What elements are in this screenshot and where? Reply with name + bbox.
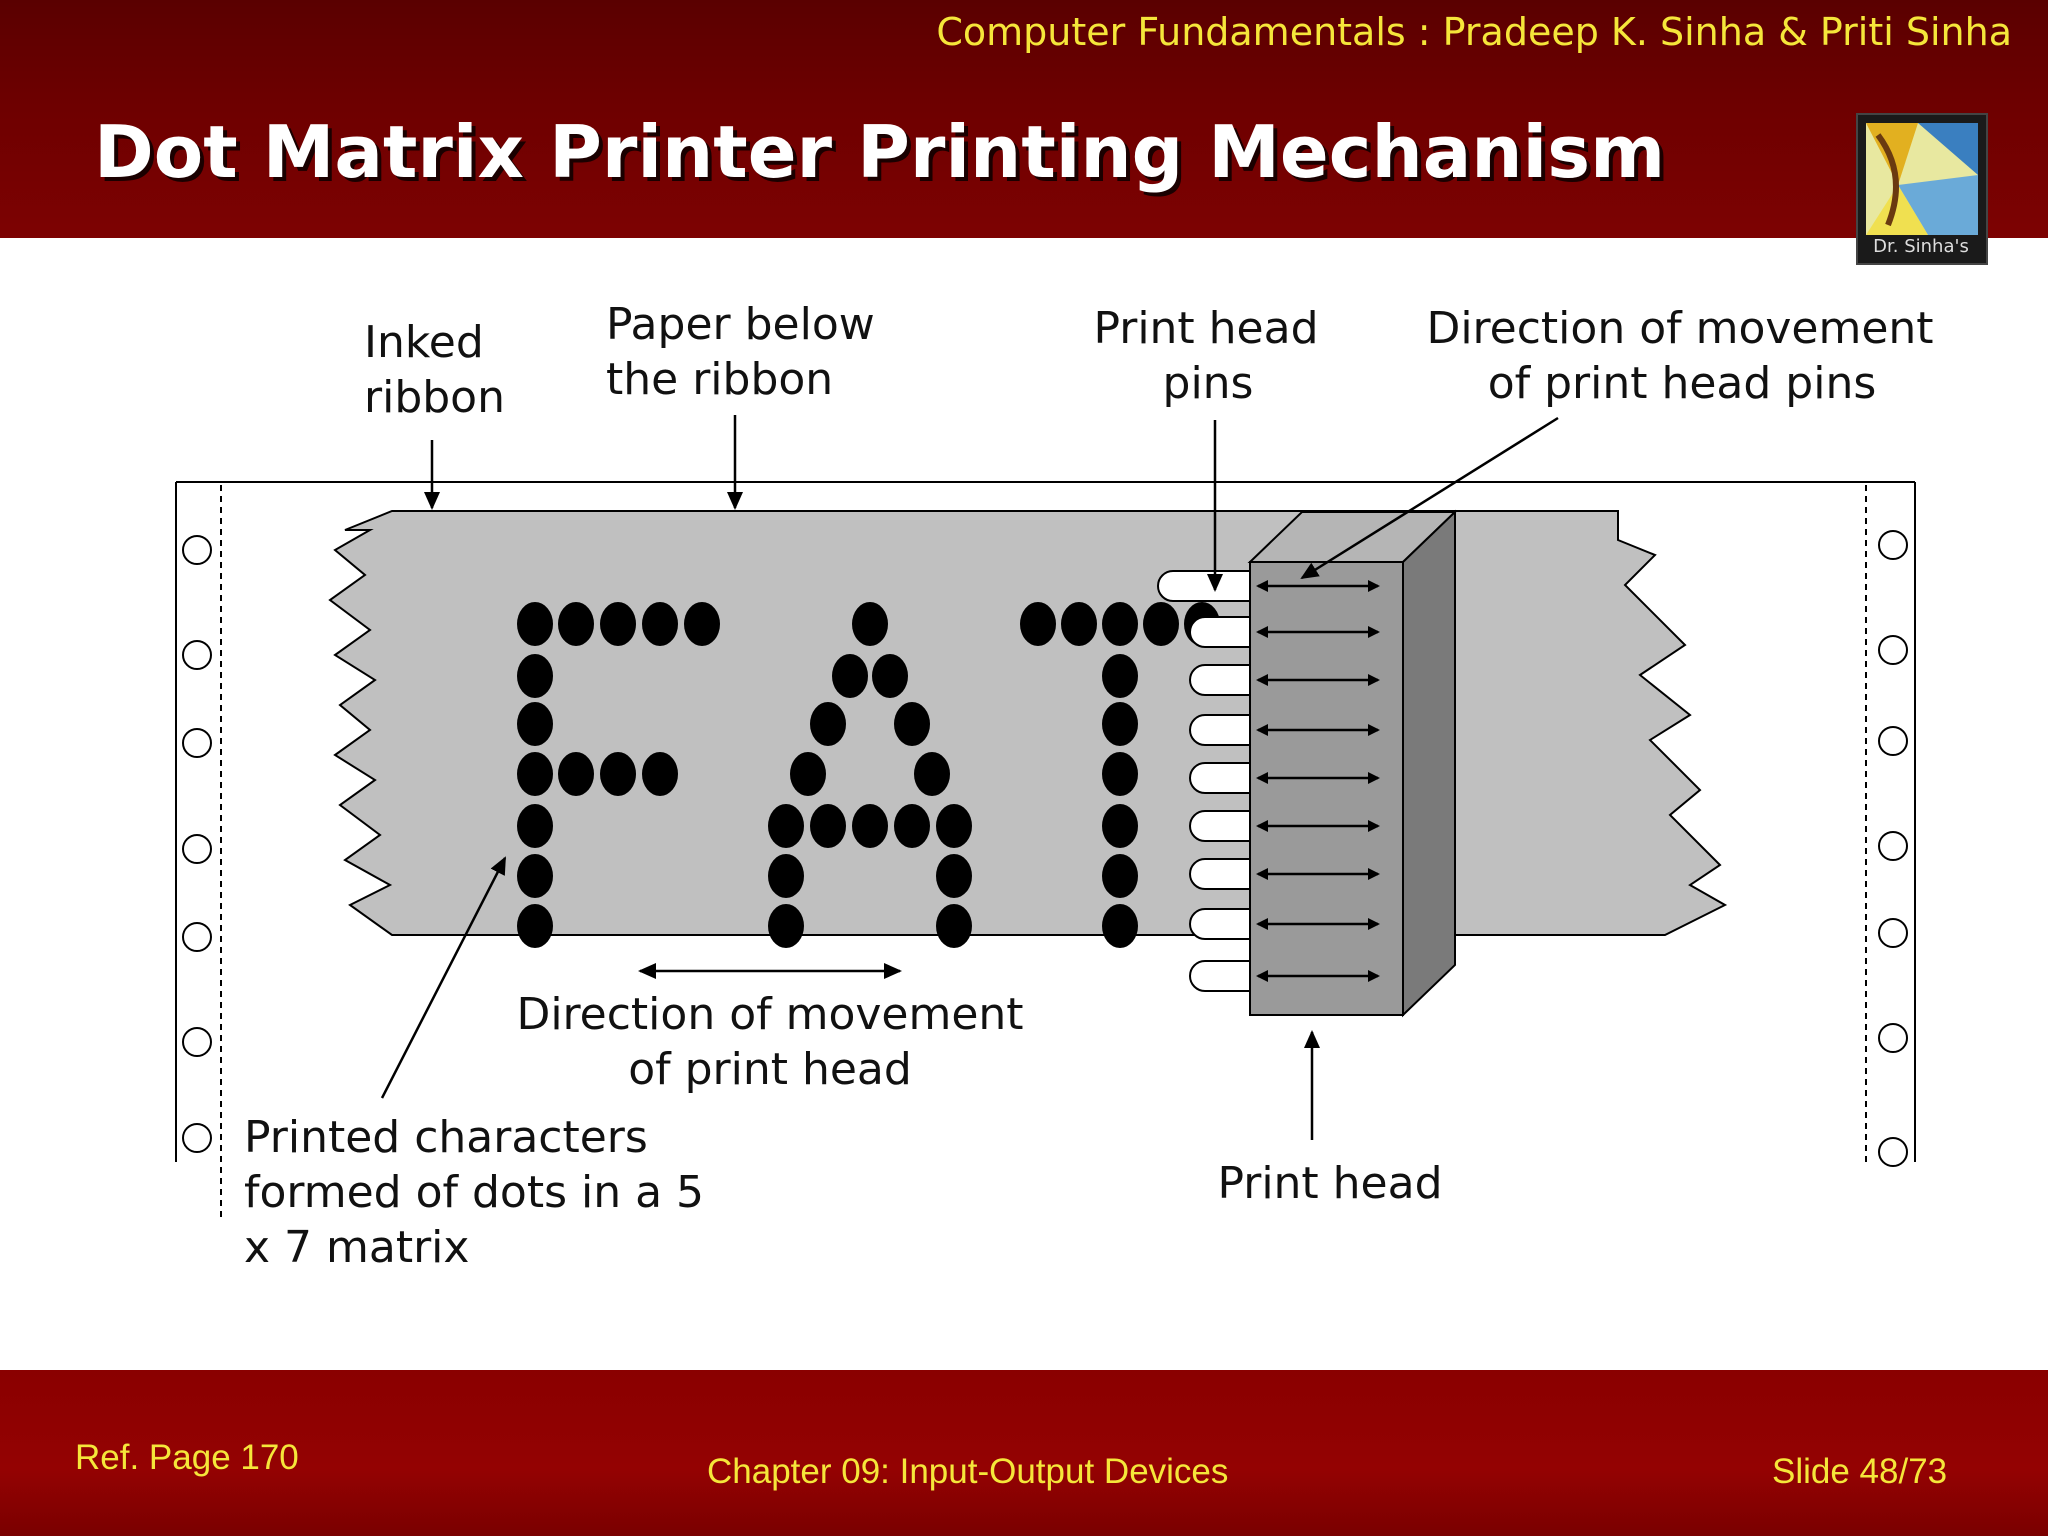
print-head-pins bbox=[1157, 570, 1251, 992]
printed-dot bbox=[1102, 904, 1138, 948]
print-head-pin bbox=[1189, 762, 1251, 794]
printed-dot bbox=[872, 654, 908, 698]
printed-dot bbox=[517, 602, 553, 646]
print-head-pin bbox=[1189, 960, 1251, 992]
printed-dot bbox=[558, 752, 594, 796]
printed-dot bbox=[1102, 752, 1138, 796]
label-inked-ribbon-line1: Inked bbox=[364, 317, 484, 368]
printed-dot bbox=[810, 702, 846, 746]
printed-dot bbox=[1102, 602, 1138, 646]
printed-dot bbox=[852, 804, 888, 848]
label-head-direction-line2: of print head bbox=[628, 1044, 912, 1095]
printed-dot bbox=[790, 752, 826, 796]
printed-dot bbox=[768, 804, 804, 848]
label-chars-line3: x 7 matrix bbox=[244, 1222, 469, 1273]
printed-dot bbox=[832, 654, 868, 698]
print-head-pin bbox=[1157, 570, 1251, 602]
book-title: Computer Fundamentals : Pradeep K. Sinha… bbox=[936, 10, 2012, 54]
print-head-pin bbox=[1189, 858, 1251, 890]
printed-dot bbox=[1102, 702, 1138, 746]
printed-dot bbox=[517, 654, 553, 698]
tractor-holes-right bbox=[1878, 530, 1908, 1167]
label-print-head: Print head bbox=[1217, 1158, 1442, 1209]
printed-dots bbox=[517, 602, 1220, 948]
chapter-title: Chapter 09: Input-Output Devices bbox=[707, 1452, 1229, 1491]
print-head bbox=[1247, 509, 1458, 1018]
continuous-paper bbox=[175, 481, 1916, 1220]
label-pins-line1: Print head bbox=[1093, 303, 1318, 354]
printed-dot bbox=[600, 602, 636, 646]
printed-dot bbox=[600, 752, 636, 796]
printed-dot bbox=[1102, 854, 1138, 898]
slide-title: Dot Matrix Printer Printing Mechanism bbox=[94, 110, 1666, 194]
printed-dot bbox=[768, 904, 804, 948]
print-head-pin bbox=[1189, 664, 1251, 696]
pointer-arrows bbox=[380, 415, 1559, 1140]
print-head-pin bbox=[1189, 714, 1251, 746]
slide-header: Computer Fundamentals : Pradeep K. Sinha… bbox=[0, 0, 2048, 238]
label-paper-line1: Paper below bbox=[606, 299, 875, 350]
printed-dot bbox=[517, 702, 553, 746]
printed-dot bbox=[1020, 602, 1056, 646]
print-head-pin bbox=[1189, 616, 1251, 648]
printed-dot bbox=[936, 904, 972, 948]
printed-dot bbox=[1102, 654, 1138, 698]
printed-dot bbox=[558, 602, 594, 646]
label-chars-line2: formed of dots in a 5 bbox=[244, 1167, 704, 1218]
printed-dot bbox=[852, 602, 888, 646]
label-chars-line1: Printed characters bbox=[244, 1112, 648, 1163]
printed-dot bbox=[517, 752, 553, 796]
printed-dot bbox=[1102, 804, 1138, 848]
printed-dot bbox=[642, 752, 678, 796]
printed-dot bbox=[517, 904, 553, 948]
printed-dot bbox=[1061, 602, 1097, 646]
printed-dot bbox=[894, 804, 930, 848]
label-pins-line2: pins bbox=[1163, 358, 1254, 409]
diagram-labels: Inked ribbon Paper below the ribbon Prin… bbox=[244, 299, 1934, 1273]
logo-graphic bbox=[1866, 123, 1978, 235]
printed-dot bbox=[810, 804, 846, 848]
label-pin-direction-line2: of print head pins bbox=[1488, 358, 1877, 409]
printed-dot bbox=[684, 602, 720, 646]
printed-dot bbox=[894, 702, 930, 746]
label-head-direction-line1: Direction of movement bbox=[516, 989, 1023, 1040]
printed-dot bbox=[914, 752, 950, 796]
logo-caption: Dr. Sinha's bbox=[1873, 236, 1969, 257]
print-head-pin bbox=[1189, 810, 1251, 842]
printed-dot bbox=[642, 602, 678, 646]
printed-dot bbox=[936, 854, 972, 898]
slide-footer: Ref. Page 170 Chapter 09: Input-Output D… bbox=[0, 1370, 2048, 1536]
label-paper-line2: the ribbon bbox=[606, 354, 833, 405]
label-pin-direction-line1: Direction of movement bbox=[1426, 303, 1933, 354]
printed-dot bbox=[768, 854, 804, 898]
slide-number: Slide 48/73 bbox=[1772, 1452, 1948, 1491]
tractor-holes-left bbox=[182, 535, 212, 1153]
printed-dot bbox=[936, 804, 972, 848]
printed-dot bbox=[517, 854, 553, 898]
printed-dot bbox=[1143, 602, 1179, 646]
printed-dot bbox=[517, 804, 553, 848]
print-head-pin bbox=[1189, 908, 1251, 940]
author-logo bbox=[1856, 113, 1988, 265]
label-inked-ribbon-line2: ribbon bbox=[364, 372, 505, 423]
ref-page: Ref. Page 170 bbox=[75, 1438, 299, 1477]
